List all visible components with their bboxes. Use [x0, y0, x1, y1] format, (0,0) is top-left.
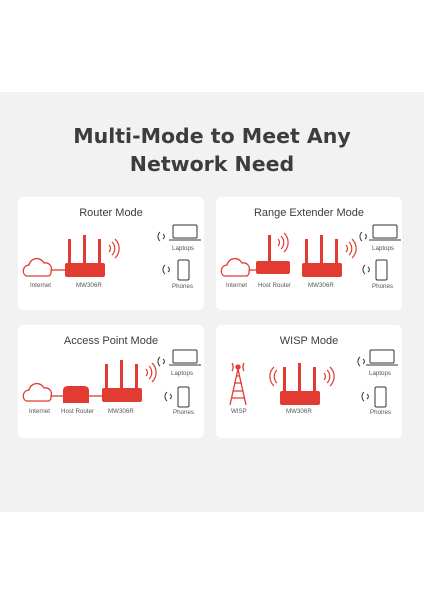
- host-router-label: Host Router: [258, 282, 291, 289]
- tower-icon: [229, 362, 247, 406]
- phone-icon: [162, 259, 190, 281]
- range-extender-mode-card: Range Extender Mode: [216, 197, 402, 310]
- router-label: MW306R: [308, 282, 334, 289]
- phone-icon: [164, 386, 190, 408]
- phones-label: Phones: [172, 283, 193, 290]
- router-mode-diagram: Internet MW306R Laptops Phones: [22, 224, 201, 290]
- title-line-2: Network Need: [129, 152, 295, 176]
- laptops-label: Laptops: [171, 370, 193, 377]
- router-label: MW306R: [286, 408, 312, 415]
- card-title: Access Point Mode: [63, 335, 159, 347]
- wisp-label: WISP: [231, 408, 247, 415]
- router-icon: [65, 235, 105, 277]
- wifi-signal-icon: [108, 238, 120, 259]
- laptops-label: Laptops: [369, 370, 391, 377]
- router-icon: [102, 360, 142, 402]
- title-line-1: Multi-Mode to Meet Any: [73, 124, 351, 148]
- router-label: MW306R: [108, 408, 134, 415]
- internet-label: Internet: [226, 282, 247, 289]
- range-extender-diagram: Internet Host Router MW306R Laptops Phon…: [220, 224, 401, 290]
- wisp-diagram: WISP MW306R Laptops Phones: [229, 349, 398, 416]
- cloud-icon: [22, 257, 53, 277]
- wifi-signal-icon: [145, 362, 157, 383]
- router-label: MW306R: [76, 282, 102, 289]
- router-mode-card: Router Mode Internet MW306R Lapto: [18, 197, 204, 310]
- laptop-icon: [157, 349, 201, 367]
- router-icon: [302, 235, 342, 277]
- laptop-icon: [359, 224, 401, 242]
- card-title: Range Extender Mode: [253, 207, 365, 219]
- wifi-signal-icon: [277, 232, 289, 253]
- phones-label: Phones: [173, 409, 194, 416]
- phone-icon: [361, 386, 387, 408]
- host-router-label: Host Router: [61, 408, 94, 415]
- router-icon: [280, 363, 320, 405]
- wisp-mode-card: WISP Mode WISP MW306R Lapto: [216, 325, 402, 438]
- wifi-signal-icon: [323, 366, 335, 387]
- wifi-signal-icon: [269, 366, 278, 387]
- access-point-mode-card: Access Point Mode Internet Host Rou: [18, 325, 204, 438]
- laptop-icon: [157, 224, 201, 242]
- phones-label: Phones: [370, 409, 391, 416]
- laptop-icon: [357, 349, 398, 367]
- laptops-label: Laptops: [172, 245, 194, 252]
- cloud-icon: [220, 257, 251, 277]
- page-title: Multi-Mode to Meet Any Network Need: [0, 122, 424, 178]
- internet-label: Internet: [30, 282, 51, 289]
- laptops-label: Laptops: [372, 245, 394, 252]
- cloud-icon: [22, 382, 53, 402]
- access-point-diagram: Internet Host Router MW306R Laptops Phon…: [22, 349, 201, 416]
- host-router-icon: [63, 386, 89, 403]
- card-title: Router Mode: [79, 207, 143, 219]
- wifi-signal-icon: [345, 238, 357, 259]
- host-router-icon: [256, 235, 290, 274]
- phone-icon: [362, 259, 388, 281]
- card-title: WISP Mode: [279, 335, 339, 347]
- internet-label: Internet: [29, 408, 50, 415]
- phones-label: Phones: [372, 283, 393, 290]
